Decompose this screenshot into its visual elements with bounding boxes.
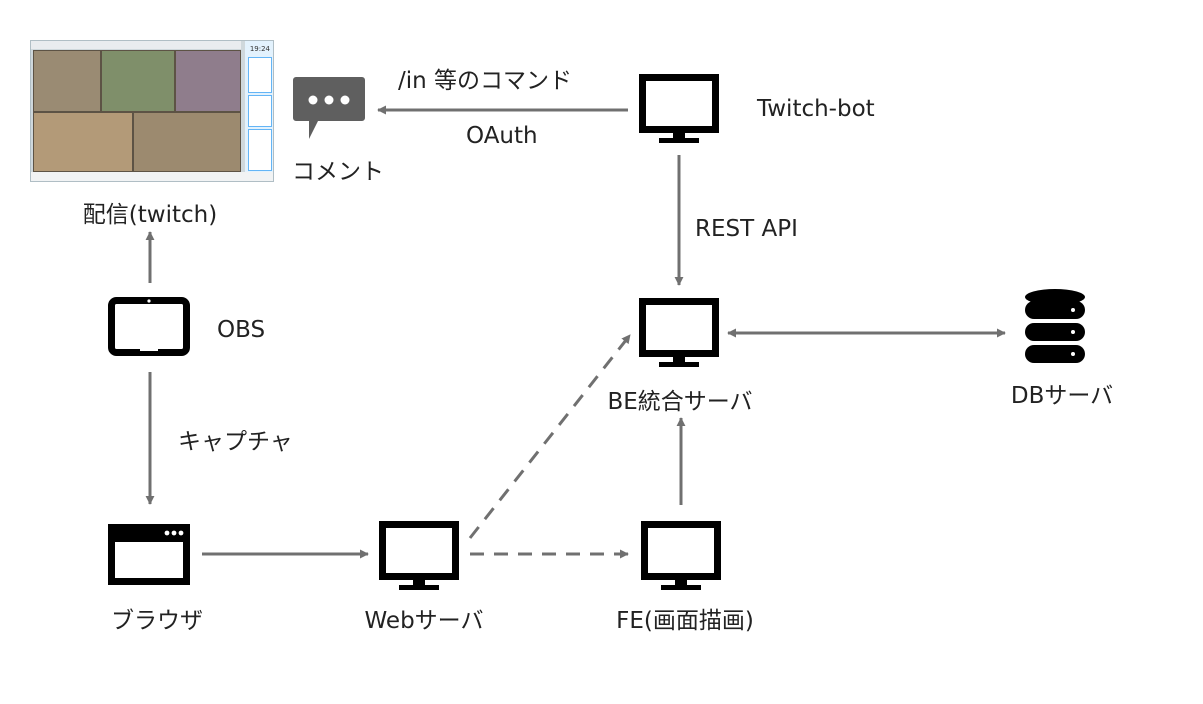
fe-monitor-icon xyxy=(641,521,721,590)
label-fe: FE(画面描画) xyxy=(616,608,754,634)
web-server-monitor-icon xyxy=(379,521,459,590)
label-command: /in 等のコマンド xyxy=(398,68,573,94)
tablet-icon xyxy=(108,297,190,356)
stream-thumbnail: 19:24 xyxy=(30,40,274,182)
browser-window-icon xyxy=(108,524,190,585)
arrow-web-to-be-dashed xyxy=(468,334,632,539)
label-rest-api: REST API xyxy=(695,216,798,242)
label-db-server: DBサーバ xyxy=(1010,383,1114,409)
label-haishin: 配信(twitch) xyxy=(82,202,218,228)
label-comment: コメント xyxy=(292,159,384,185)
label-obs: OBS xyxy=(217,317,266,343)
be-server-monitor-icon xyxy=(639,298,719,367)
label-browser: ブラウザ xyxy=(111,608,203,634)
label-oauth: OAuth xyxy=(466,123,538,149)
label-be-server: BE統合サーバ xyxy=(607,389,753,415)
label-capture: キャプチャ xyxy=(178,429,293,455)
chat-bubble-icon xyxy=(293,77,365,139)
label-twitch-bot: Twitch-bot xyxy=(757,96,875,122)
label-web-server: Webサーバ xyxy=(364,608,484,634)
database-icon xyxy=(1025,289,1085,363)
twitch-bot-monitor-icon xyxy=(639,74,719,143)
thumbnail-clock: 19:24 xyxy=(249,45,270,53)
